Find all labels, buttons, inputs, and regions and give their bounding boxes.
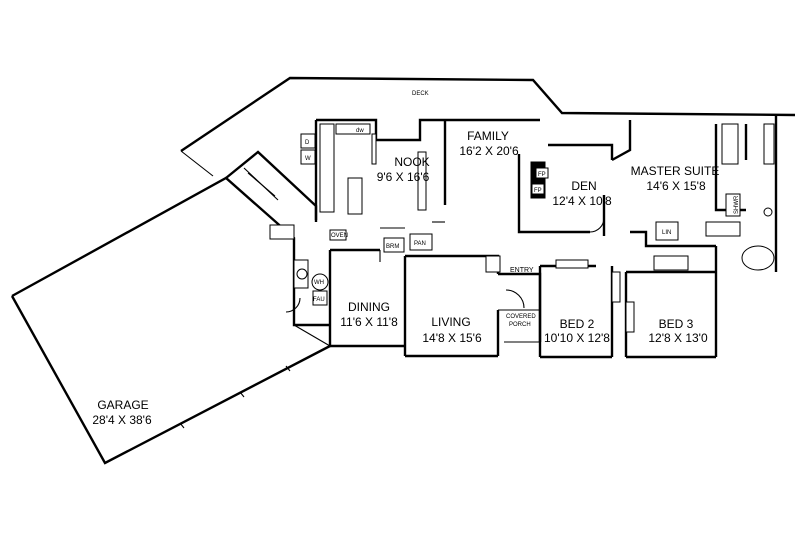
deck: DECK bbox=[180, 76, 796, 177]
hallway bbox=[379, 221, 445, 262]
brm-label: BRM bbox=[386, 244, 399, 250]
closet-shelf-1 bbox=[721, 123, 739, 165]
oven-box bbox=[329, 229, 347, 241]
linen-closet bbox=[655, 221, 679, 241]
hall-bath-vanity bbox=[653, 255, 689, 271]
master-name: MASTER SUITE bbox=[631, 164, 720, 178]
brm-box bbox=[383, 237, 405, 253]
door-swing-icon bbox=[285, 297, 301, 313]
garage-dim: 28'4 X 38'6 bbox=[92, 413, 152, 427]
lin-label: LIN bbox=[662, 230, 671, 236]
fp2-label: FP bbox=[534, 188, 542, 194]
bed3-dim: 12'8 X 13'0 bbox=[648, 331, 708, 345]
bed3-name: BED 3 bbox=[659, 317, 694, 331]
living-room: LIVING 14'8 X 15'6 bbox=[403, 254, 501, 358]
living-dim: 14'8 X 15'6 bbox=[422, 331, 482, 345]
fau-unit bbox=[312, 290, 328, 306]
closet-shelf-2 bbox=[763, 123, 775, 165]
bed2-name: BED 2 bbox=[560, 317, 595, 331]
entry-porch: ENTRY COVERED PORCH bbox=[498, 267, 542, 343]
porch-label-2: PORCH bbox=[509, 322, 531, 328]
fireplace-box-2 bbox=[531, 183, 545, 195]
kitchen-counter bbox=[319, 123, 335, 213]
washer-box-w bbox=[300, 149, 316, 165]
nook-dim: 9'6 X 16'6 bbox=[377, 170, 430, 184]
bed2-wardrobe bbox=[611, 271, 621, 303]
fau-label: FAU bbox=[313, 297, 325, 303]
garage: GARAGE 28'4 X 38'6 bbox=[10, 176, 331, 465]
family-room: FP FP FAMILY 16'2 X 20'6 bbox=[443, 118, 549, 234]
family-dim: 16'2 X 20'6 bbox=[459, 144, 519, 158]
nook-divider bbox=[417, 151, 427, 211]
wh-label: WH bbox=[314, 280, 324, 286]
bed3-room: BED 3 12'8 X 13'0 bbox=[624, 246, 718, 359]
garage-name: GARAGE bbox=[97, 398, 148, 412]
dishwasher-box-d bbox=[300, 133, 316, 149]
dining-dim: 11'6 X 11'8 bbox=[340, 315, 398, 329]
den-name: DEN bbox=[571, 179, 596, 193]
living-closet bbox=[485, 255, 501, 273]
laundry-area: WH FAU bbox=[225, 150, 329, 313]
d-label: D bbox=[305, 140, 310, 146]
dining-room: DINING 11'6 X 11'8 bbox=[328, 248, 405, 348]
kitchen-nook: D W dw NOOK 9'6 X 16'6 OVEN BRM PAN bbox=[300, 118, 445, 253]
nook-wall-stub bbox=[371, 133, 377, 165]
kitchen-island bbox=[347, 177, 363, 215]
porch-label-1: COVERED bbox=[506, 314, 536, 320]
den-door-swing bbox=[589, 217, 605, 233]
nook-name: NOOK bbox=[394, 155, 429, 169]
dining-name: DINING bbox=[348, 300, 390, 314]
dw-label: dw bbox=[356, 128, 364, 134]
sink-counter bbox=[335, 123, 371, 135]
entry-door-swing bbox=[505, 289, 525, 309]
deck-label: DECK bbox=[412, 91, 429, 97]
fireplace-box-1 bbox=[535, 167, 549, 179]
den-dim: 12'4 X 10'8 bbox=[552, 194, 612, 208]
water-heater-icon bbox=[311, 273, 329, 291]
bed2-room: BED 2 10'10 X 12'8 bbox=[538, 259, 621, 359]
master-suite: LIN SHWR MASTER SUITE 14'6 X 15'8 bbox=[611, 115, 778, 272]
master-toilet-icon bbox=[763, 207, 773, 217]
living-name: LIVING bbox=[431, 315, 470, 329]
toilet-icon bbox=[296, 268, 308, 280]
bathtub-icon bbox=[741, 245, 775, 271]
shower bbox=[725, 193, 741, 217]
family-name: FAMILY bbox=[467, 129, 509, 143]
bed2-dim: 10'10 X 12'8 bbox=[544, 331, 610, 345]
bed2-closet bbox=[555, 259, 589, 269]
bed3-wardrobe bbox=[625, 301, 635, 333]
master-dim: 14'6 X 15'8 bbox=[646, 179, 706, 193]
entry-label: ENTRY bbox=[510, 267, 534, 274]
oven-label: OVEN bbox=[331, 233, 348, 239]
pan-box bbox=[409, 233, 433, 251]
pan-label: PAN bbox=[414, 241, 426, 247]
shwr-label: SHWR bbox=[734, 195, 740, 214]
den: DEN 12'4 X 10'8 bbox=[548, 143, 614, 236]
w-label: W bbox=[305, 156, 311, 162]
fp1-label: FP bbox=[538, 172, 546, 178]
vanity bbox=[705, 221, 741, 237]
laundry-counter bbox=[269, 224, 295, 240]
